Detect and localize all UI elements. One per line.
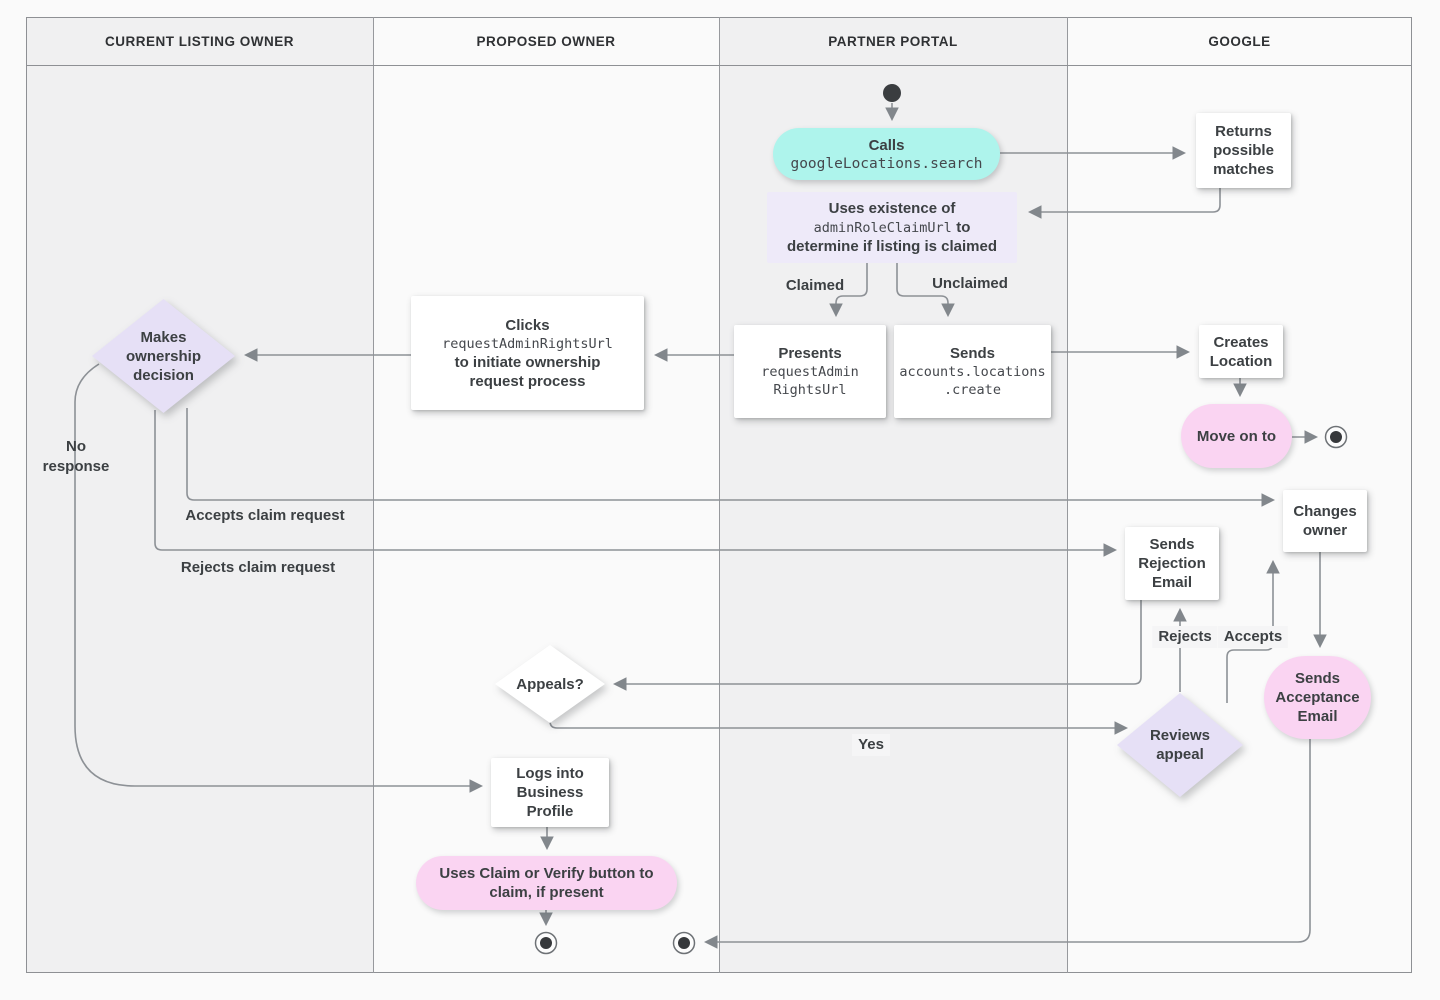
node-changes-owner: Changes owner [1283, 490, 1367, 552]
node-presents-request-admin-rights-url: Presents requestAdmin RightsUrl [734, 325, 886, 418]
lane-header-google: GOOGLE [1208, 33, 1271, 49]
edge-claimed [829, 263, 868, 318]
node-uses-claim-or-verify: Uses Claim or Verify button to claim, if… [416, 856, 677, 910]
node-logs-into-business-profile: Logs into Business Profile [491, 758, 609, 827]
node-uses-existence-note: Uses existence of adminRoleClaimUrl to d… [767, 192, 1017, 263]
node-sends-accounts-locations-create: Sends accounts.locations .create [894, 325, 1051, 418]
node-returns-possible-matches: Returns possible matches [1196, 113, 1291, 188]
edge-rejection-to-appeals [612, 600, 1142, 691]
edge-returns-to-uses [1027, 188, 1221, 219]
lane-header-row: CURRENT LISTING OWNER PROPOSED OWNER PAR… [26, 17, 1412, 66]
lane-divider [1067, 17, 1068, 973]
end-node [534, 931, 558, 955]
edge-appeals-yes [549, 720, 1129, 735]
edge-label-rejects: Rejects [1152, 626, 1218, 648]
lane-header-partner-portal: PARTNER PORTAL [828, 33, 958, 49]
end-node [672, 931, 696, 955]
node-line2: adminRoleClaimUrl to [813, 219, 971, 236]
node-calls-google-locations-search: Calls googleLocations.search [773, 128, 1000, 180]
node-appeals-decision: Appeals? [495, 645, 605, 723]
lane-divider [719, 17, 720, 973]
edge-label-accepts-claim-request: Accepts claim request [185, 507, 345, 524]
start-node [883, 84, 901, 102]
node-makes-ownership-decision: Makes ownership decision [92, 299, 235, 413]
edge-label-claimed: Claimed [785, 277, 845, 294]
node-reviews-appeal: Reviews appeal [1117, 693, 1243, 797]
lane-header-proposed-owner: PROPOSED OWNER [476, 33, 616, 49]
lane-header-current-listing-owner: CURRENT LISTING OWNER [105, 33, 294, 49]
edge-label-no-response: No response [42, 438, 110, 475]
node-sends-rejection-email: Sends Rejection Email [1125, 527, 1219, 600]
node-clicks-request-admin-rights-url: Clicks requestAdminRightsUrl to initiate… [411, 296, 644, 410]
edge-label-yes: Yes [852, 734, 890, 756]
edge-label-unclaimed: Unclaimed [932, 275, 1008, 292]
edge-accepts-claim [186, 408, 1276, 507]
lane-divider [373, 17, 374, 973]
node-move-on-to: Move on to [1181, 404, 1292, 468]
edge-label-accepts: Accepts [1217, 626, 1289, 648]
edge-acceptance-to-end [703, 739, 1311, 949]
edge-rejects-claim [154, 410, 1118, 557]
node-sends-acceptance-email: Sends Acceptance Email [1264, 656, 1371, 739]
lane-current-listing-owner [26, 17, 373, 973]
edge-unclaimed [896, 263, 955, 318]
node-creates-location: Creates Location [1199, 325, 1283, 378]
node-code: googleLocations.search [790, 155, 983, 172]
end-node [1324, 425, 1348, 449]
edge-label-rejects-claim-request: Rejects claim request [180, 559, 336, 576]
node-title: Calls [868, 136, 905, 154]
edge-no-response [74, 363, 484, 793]
